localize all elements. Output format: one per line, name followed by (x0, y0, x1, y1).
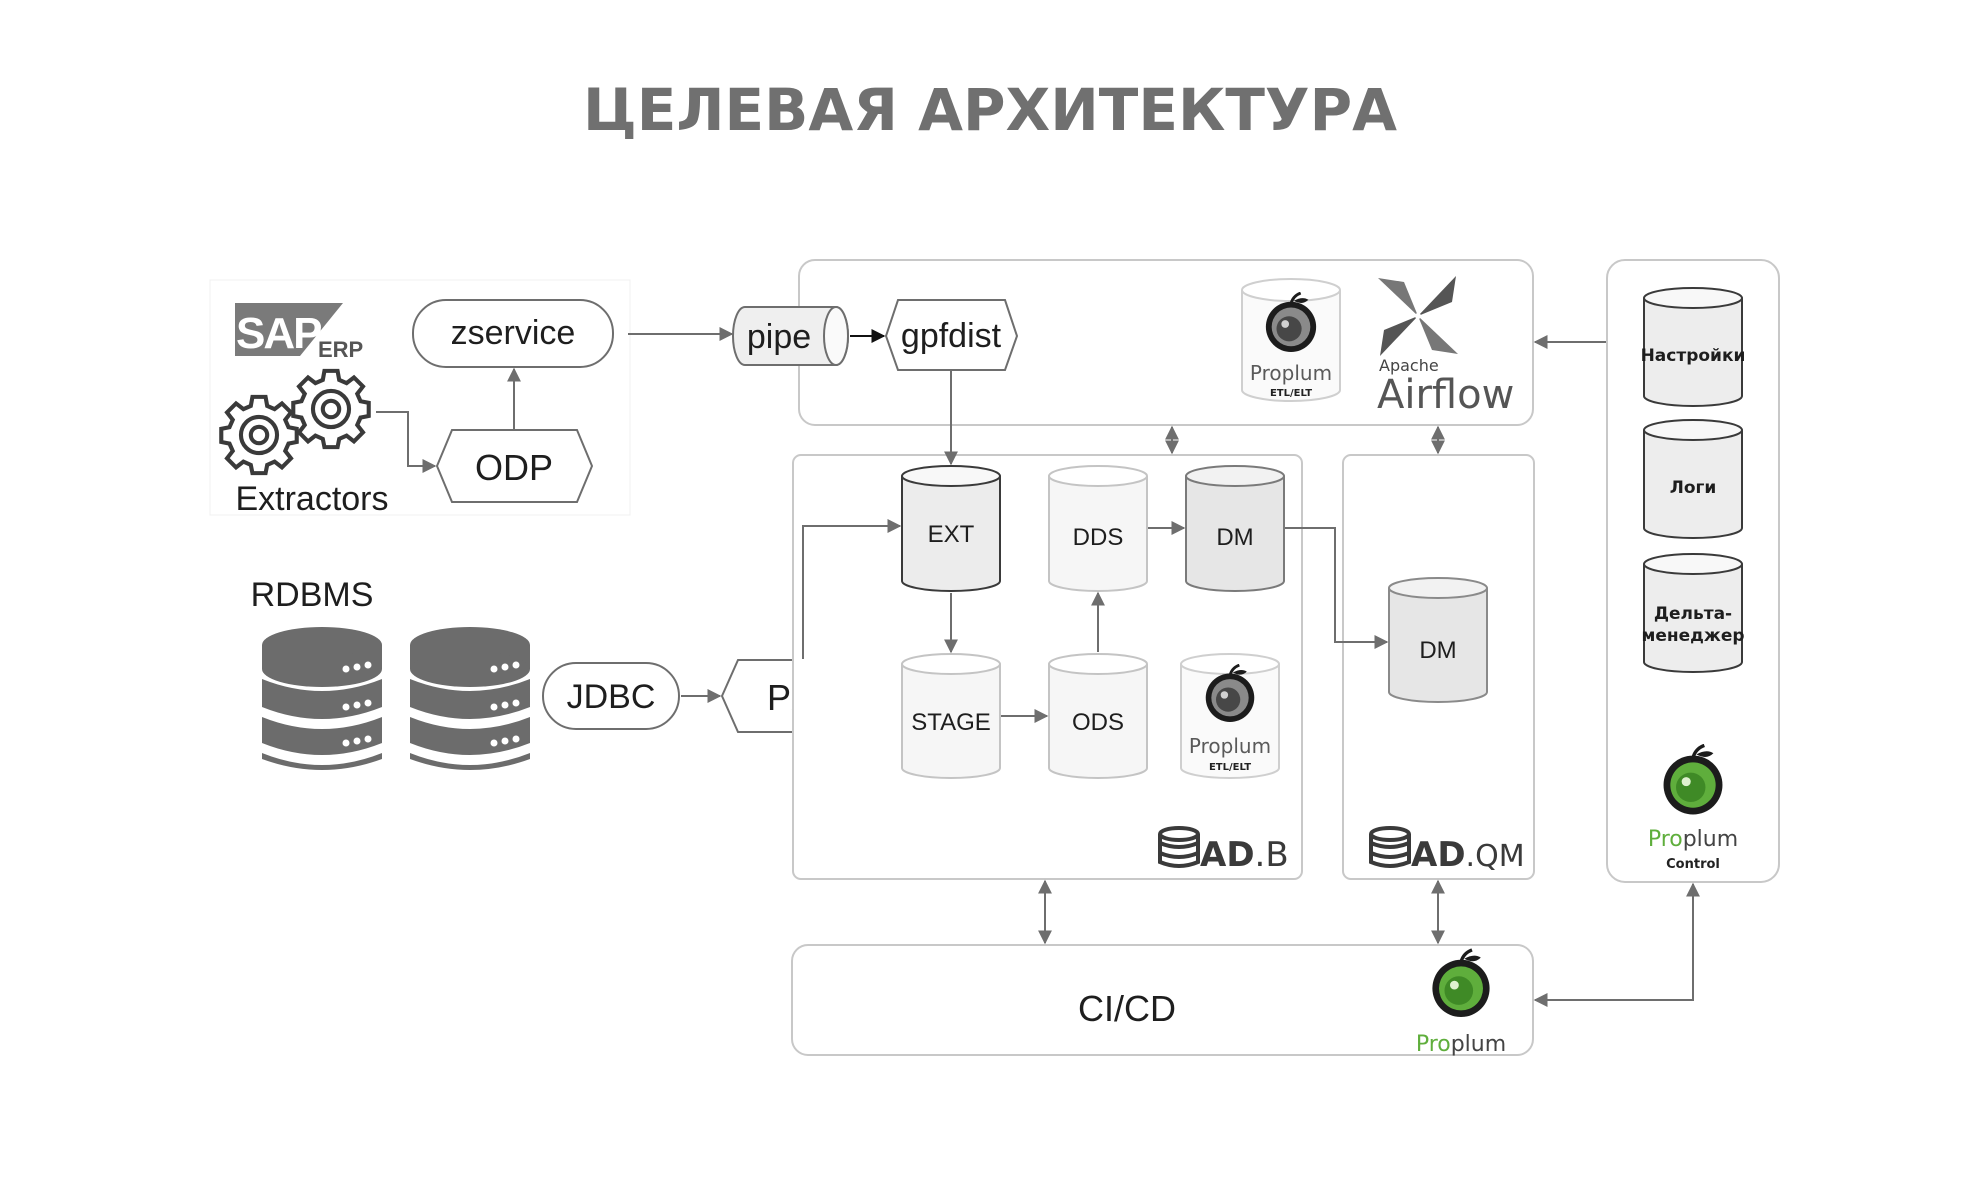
zservice-node (412, 299, 614, 368)
ext-database (901, 465, 1001, 592)
airflow-label: Airflow (1377, 372, 1514, 418)
arrow-pxf-ext (802, 519, 902, 659)
logs-label: Логи (1670, 478, 1717, 498)
delta-manager-label-2: менеджер (1641, 626, 1744, 646)
dm-adqm-label: DM (1419, 637, 1456, 664)
extractors-label: Extractors (235, 480, 388, 518)
odp-node (435, 429, 594, 503)
adqm-logo: AD.QM (1369, 826, 1525, 875)
proplum-etl-logo: Proplum ETL/ELT (1241, 278, 1341, 402)
delta-manager-label-1: Дельта- (1654, 604, 1732, 624)
jdbc-node (542, 662, 680, 730)
proplum-control-logo: Proplum Control (1648, 744, 1738, 872)
stage-label: STAGE (911, 709, 991, 736)
svg-text:AD.B: AD.B (1200, 835, 1289, 875)
adb-logo: AD.B (1158, 826, 1289, 875)
settings-database (1643, 287, 1743, 407)
etl-elt-label: ETL/ELT (1270, 388, 1312, 399)
arrow-dm-adqm (1285, 527, 1389, 649)
ods-label: ODS (1072, 709, 1124, 736)
proplum-cicd-logo: Proplum (1416, 948, 1506, 1057)
jdbc-label: JDBC (567, 678, 656, 716)
svg-text:Proplum: Proplum (1648, 827, 1738, 852)
cicd-panel (791, 944, 1534, 1056)
zservice-label: zservice (451, 314, 576, 352)
arrow-cicd-control (1533, 882, 1700, 1007)
dds-database (1048, 465, 1148, 592)
sap-erp-logo: SAP ERP (235, 303, 363, 362)
cicd-label: CI/CD (1078, 988, 1176, 1029)
control-label: Control (1666, 857, 1720, 872)
proplum-etl-logo-adb: Proplum ETL/ELT (1180, 653, 1280, 779)
gpfdist-node (884, 299, 1019, 371)
pipe-label: pipe (747, 318, 811, 356)
page-title: ЦЕЛЕВАЯ АРХИТЕКТУРА (583, 76, 1397, 144)
ext-label: EXT (928, 521, 975, 548)
dds-label: DDS (1073, 524, 1124, 551)
svg-text:AD.QM: AD.QM (1411, 835, 1525, 875)
gpfdist-label: gpfdist (901, 317, 1002, 355)
arrow-extractors-odp (376, 411, 437, 473)
sap-erp-label: ERP (318, 337, 363, 362)
stage-database (901, 653, 1001, 779)
pipe-node (732, 306, 849, 366)
rdbms-label: RDBMS (251, 576, 374, 614)
ods-database (1048, 653, 1148, 779)
database-server-icon (410, 627, 530, 770)
etl-elt-label: ETL/ELT (1209, 762, 1251, 773)
svg-text:Proplum: Proplum (1416, 1032, 1506, 1057)
sap-logo-text: SAP (236, 309, 321, 358)
airflow-pinwheel-icon (1378, 276, 1458, 356)
delta-manager-database (1643, 553, 1743, 673)
dm-adqm-database (1388, 577, 1488, 703)
dm-adb-label: DM (1216, 524, 1253, 551)
logs-database (1643, 419, 1743, 539)
database-server-icon (262, 627, 382, 770)
dm-adb-database (1185, 465, 1285, 592)
airflow-apache-label: Apache (1379, 356, 1439, 375)
svg-text:Proplum: Proplum (1189, 734, 1271, 758)
odp-label: ODP (475, 447, 553, 488)
connectors (376, 327, 1700, 1007)
settings-label: Настройки (1641, 346, 1746, 366)
svg-text:Proplum: Proplum (1250, 361, 1332, 385)
